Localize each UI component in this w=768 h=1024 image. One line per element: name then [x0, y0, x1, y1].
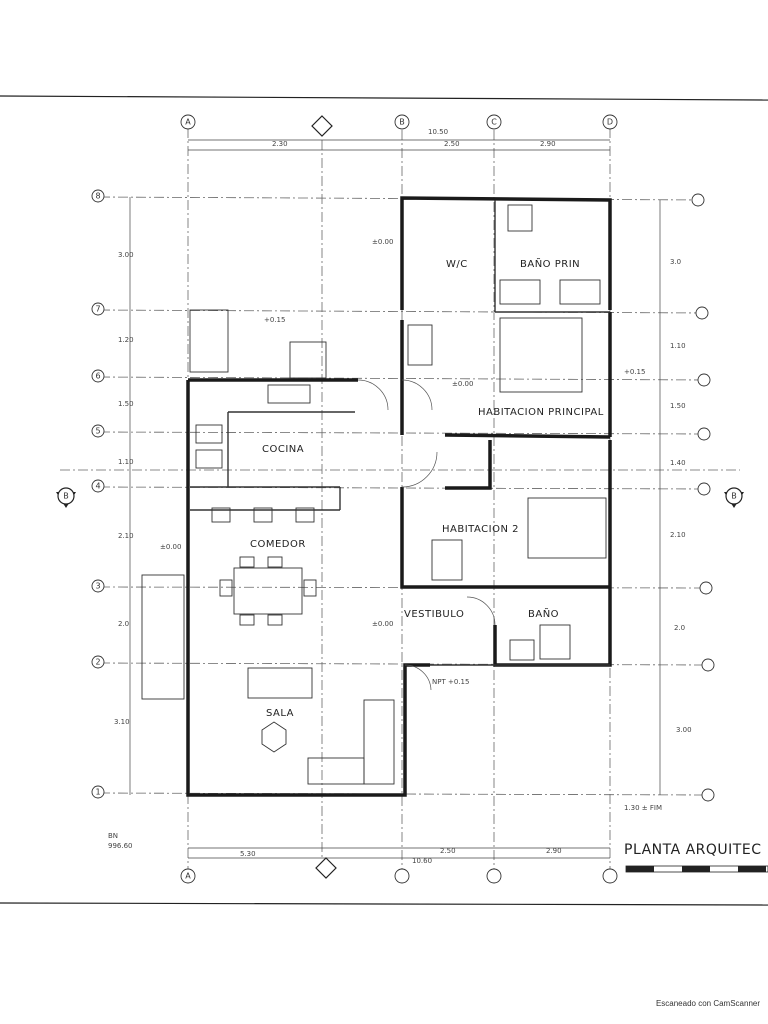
- plan-title: PLANTA ARQUITEC: [624, 842, 761, 858]
- grid-label-4: 4: [95, 482, 100, 491]
- dining-table: [233, 567, 303, 615]
- toilet-icon: [507, 204, 533, 232]
- dim-right-4: 1.40: [670, 459, 686, 467]
- dim-bottom-4: 2.90: [546, 847, 562, 855]
- scanner-watermark: Escaneado con CamScanner: [655, 999, 760, 1008]
- room-label-sala: SALA: [266, 708, 294, 719]
- grid-label-3: 3: [95, 582, 100, 591]
- level-mark-2: ±0.00: [372, 238, 393, 246]
- dim-left-2: 1.20: [118, 336, 134, 344]
- grid-label-c: C: [491, 118, 497, 127]
- room-label-bano-principal: BAÑO PRIN: [520, 257, 580, 270]
- level-mark-5: ±0.00: [372, 620, 393, 628]
- dim-right-1: 3.0: [670, 258, 681, 266]
- level-mark-1: +0.15: [264, 316, 285, 324]
- dim-left-7: 3.10: [114, 718, 130, 726]
- grid-label-6: 6: [95, 372, 100, 381]
- grid-lines: [60, 128, 740, 870]
- notes: BN 996.60 1.30 ± FIM: [108, 804, 662, 850]
- section-label-b-right: B: [731, 492, 737, 501]
- coffee-table-icon: [261, 721, 287, 753]
- bed-2: [527, 497, 607, 559]
- level-mark-3: ±0.00: [452, 380, 473, 388]
- title-block: PLANTA ARQUITEC: [624, 842, 768, 873]
- dim-right-6: 2.0: [674, 624, 685, 632]
- room-label-cocina: COCINA: [262, 444, 304, 455]
- grid-label-b: B: [399, 118, 405, 127]
- dim-left-1: 3.00: [118, 251, 134, 259]
- room-labels: W/C BAÑO PRIN HABITACION PRINCIPAL COCIN…: [250, 257, 604, 719]
- grid-label-1: 1: [95, 788, 100, 797]
- dimension-texts: 2.30 10.50 2.50 2.90 5.30 10.60 2.50 2.9…: [114, 128, 692, 865]
- dim-bottom-2: 10.60: [412, 857, 432, 865]
- dim-left-5: 2.10: [118, 532, 134, 540]
- grid-label-a: A: [185, 118, 191, 127]
- sofa: [247, 667, 313, 699]
- level-mark-6: +0.15: [624, 368, 645, 376]
- dim-right-3: 1.50: [670, 402, 686, 410]
- dim-left-3: 1.50: [118, 400, 134, 408]
- grid-letter-labels: A B C D A: [185, 118, 613, 881]
- room-label-habitacion-2: HABITACION 2: [442, 524, 519, 535]
- master-bed: [499, 317, 583, 393]
- dim-top-3: 2.50: [444, 140, 460, 148]
- door-swings: [357, 379, 496, 691]
- grid-label-a-bottom: A: [185, 872, 191, 881]
- fim-note: 1.30 ± FIM: [624, 804, 662, 812]
- section-marks-b: B B: [56, 487, 744, 508]
- grid-label-d: D: [607, 118, 613, 127]
- level-marks: +0.15 ±0.00 ±0.00 ±0.00 ±0.00 +0.15 NPT …: [160, 238, 645, 686]
- furniture: [141, 204, 607, 785]
- dim-bottom-1: 5.30: [240, 850, 256, 858]
- dimension-lines: [129, 139, 661, 859]
- interior-partitions: [190, 200, 610, 666]
- section-label-b-left: B: [63, 492, 69, 501]
- dim-right-7: 3.00: [676, 726, 692, 734]
- grid-label-5: 5: [95, 427, 100, 436]
- grid-label-7: 7: [95, 305, 100, 314]
- dim-right-2: 1.10: [670, 342, 686, 350]
- room-label-habitacion-principal: HABITACION PRINCIPAL: [478, 407, 604, 418]
- room-label-vestibulo: VESTIBULO: [404, 609, 464, 620]
- sofa-l: [307, 757, 365, 785]
- level-mark-7: NPT +0.15: [432, 678, 469, 686]
- dim-top-1: 2.30: [272, 140, 288, 148]
- grid-bubbles-side: [91, 189, 715, 802]
- grid-number-labels: 8 7 6 5 4 3 2 1: [95, 192, 100, 797]
- dim-top-4: 2.90: [540, 140, 556, 148]
- grid-bubbles-top: [180, 114, 618, 884]
- kitchen-sink: [267, 384, 311, 404]
- level-mark-4: ±0.00: [160, 543, 181, 551]
- walls: [186, 196, 612, 797]
- bn-value: 996.60: [108, 842, 133, 850]
- dim-top-2: 10.50: [428, 128, 448, 136]
- section-marks-a: [311, 115, 337, 879]
- room-label-wc: W/C: [446, 259, 468, 270]
- dim-left-4: 1.10: [118, 458, 134, 466]
- sheet-frame: [0, 95, 768, 906]
- dim-left-6: 2.0: [118, 620, 129, 628]
- bn-label: BN: [108, 832, 118, 840]
- room-label-bano: BAÑO: [528, 607, 559, 620]
- dim-right-5: 2.10: [670, 531, 686, 539]
- grid-label-8: 8: [95, 192, 100, 201]
- room-label-comedor: COMEDOR: [250, 539, 306, 550]
- grid-label-2: 2: [95, 658, 100, 667]
- dim-bottom-3: 2.50: [440, 847, 456, 855]
